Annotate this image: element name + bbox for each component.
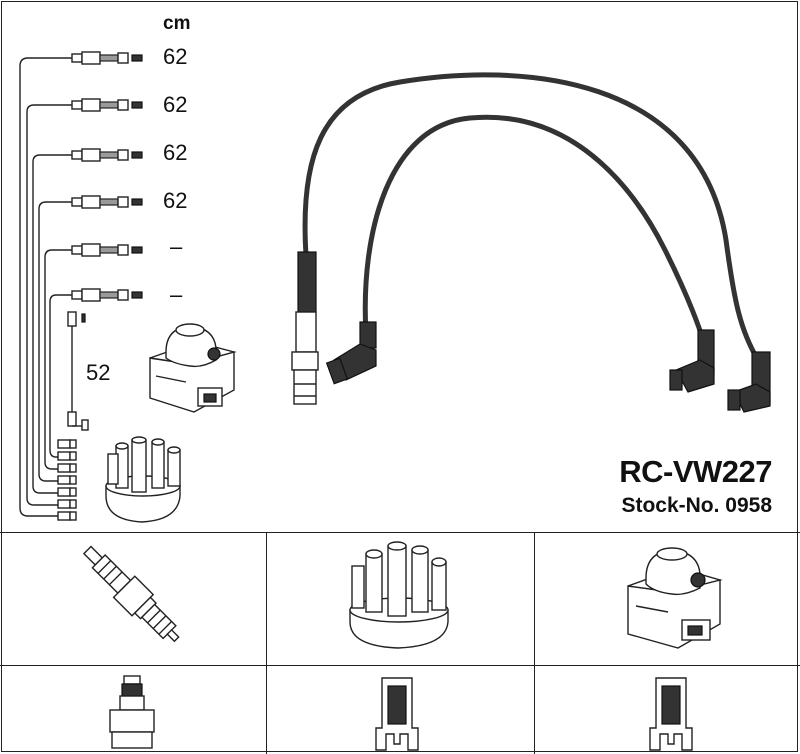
grid-divider-bottom <box>0 665 800 666</box>
cap-terminals <box>57 439 77 521</box>
grid-divider-top <box>0 532 800 533</box>
spark-plug-icon <box>82 545 180 643</box>
grid-divider-left <box>266 532 267 754</box>
lead-connectors <box>71 51 143 302</box>
unit-label: cm <box>163 13 191 34</box>
cable-length-2: 62 <box>163 92 188 117</box>
straight-boot-icon <box>291 251 319 405</box>
cable-length-3: 62 <box>163 140 188 165</box>
cable-length-5: – <box>170 234 183 259</box>
ht-cables <box>291 72 771 413</box>
wiring-schematic <box>19 51 143 521</box>
cable-length-1: 62 <box>163 44 188 69</box>
ignition-coil-icon <box>627 547 723 649</box>
angled-boot-icon <box>669 329 715 393</box>
grid-divider-right <box>534 532 535 754</box>
stock-number: Stock-No. 0958 <box>621 494 772 517</box>
angled-boot-icon <box>727 351 771 413</box>
product-code: RC-VW227 <box>619 454 772 489</box>
coil-terminal-icon <box>649 677 693 751</box>
cable-length-4: 62 <box>163 188 188 213</box>
coil-lead-length: 52 <box>86 360 111 385</box>
distributor-cap-icon <box>105 436 181 523</box>
cable-length-6: – <box>170 282 183 307</box>
ignition-coil-icon <box>149 323 237 413</box>
distributor-cap-icon <box>349 541 449 649</box>
angled-boot-icon <box>325 321 377 385</box>
coil-lead <box>67 311 89 431</box>
spark-plug-terminal-icon <box>109 675 155 749</box>
distributor-terminal-icon <box>375 677 419 751</box>
